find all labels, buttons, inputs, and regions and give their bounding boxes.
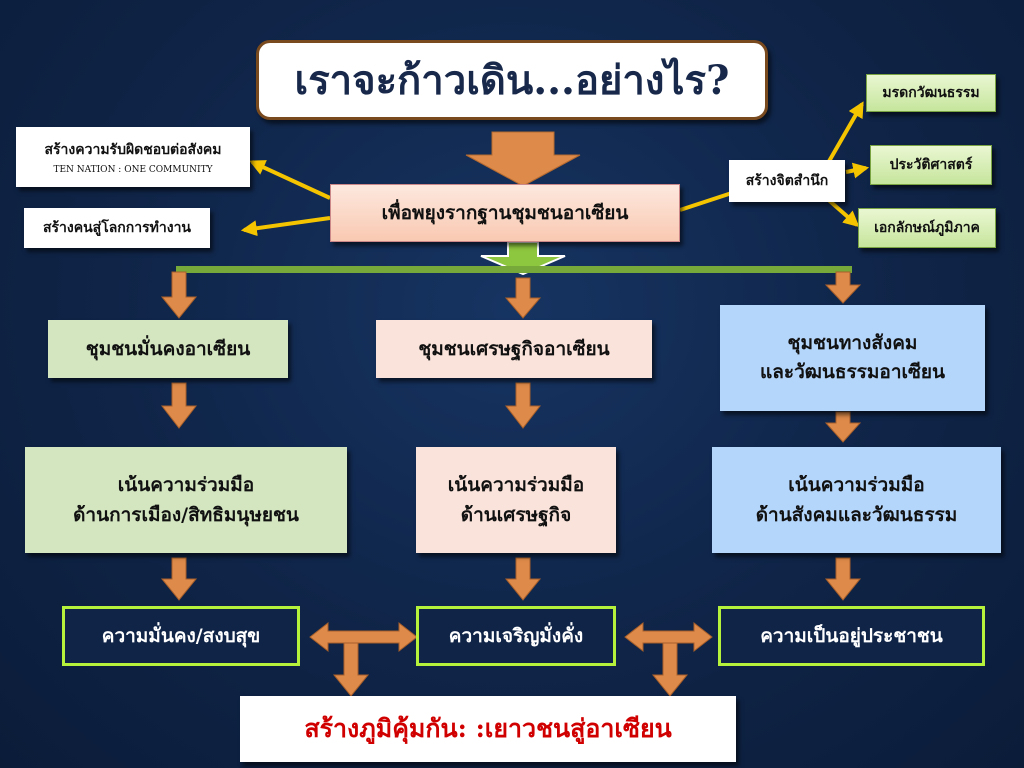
down-arrow-right — [651, 642, 689, 697]
focus-economic: เน้นความร่วมมือ ด้านเศรษฐกิจ — [416, 447, 616, 553]
arrow-bar-left — [160, 271, 198, 319]
conscience-box: สร้างจิตสำนึก — [729, 160, 845, 202]
double-arrow-right — [624, 621, 713, 653]
result-prosperity: ความเจริญมั่งคั่ง — [416, 606, 616, 666]
arrow-to-responsibility — [249, 160, 331, 200]
arrow-right-2 — [824, 411, 862, 443]
arrow-to-work — [240, 216, 331, 237]
history-box: ประวัติศาสตร์ — [870, 145, 992, 185]
work-text: สร้างคนสู่โลกการทำงาน — [42, 220, 192, 236]
pillar-security: ชุมชนมั่นคงอาเซียน — [48, 320, 288, 378]
arrow-to-history — [845, 162, 870, 179]
focus-political-line1: เน้นความร่วมมือ — [117, 473, 255, 496]
arrow-middle-2 — [504, 382, 542, 429]
responsibility-text: สร้างความรับผิดชอบต่อสังคม — [44, 142, 222, 158]
result-security: ความมั่นคง/สงบสุข — [62, 606, 300, 666]
motto-text: TEN NATION : ONE COMMUNITY — [53, 165, 213, 175]
page-title: เราจะก้าวเดิน...อย่างไร? — [256, 40, 768, 120]
focus-sociocultural-line1: เน้นความร่วมมือ — [788, 473, 925, 496]
arrow-left-3 — [160, 557, 198, 601]
pillar-sociocultural-line1: ชุมชนทางสังคม — [787, 331, 918, 354]
page-title-text: เราจะก้าวเดิน...อย่างไร? — [294, 57, 730, 104]
pillar-sociocultural: ชุมชนทางสังคม และวัฒนธรรมอาเซียน — [720, 305, 985, 411]
connector-bar — [176, 266, 852, 273]
pillar-sociocultural-line2: และวัฒนธรรมอาเซียน — [759, 361, 946, 383]
heritage-box: มรดกวัฒนธรรม — [866, 74, 996, 112]
arrow-middle-3 — [504, 557, 542, 601]
arrow-bar-right — [824, 271, 862, 304]
center-down-arrow — [480, 241, 566, 276]
pillar-economic: ชุมชนเศรษฐกิจอาเซียน — [376, 320, 652, 378]
identity-text: เอกลักษณ์ภูมิภาค — [874, 220, 980, 236]
immunity-box: สร้างภูมิคุ้มกัน: :เยาวชนสู่อาเซียน — [240, 696, 736, 762]
conscience-text: สร้างจิตสำนึก — [745, 173, 829, 189]
title-down-arrow — [465, 131, 581, 187]
center-box: เพื่อพยุงรากฐานชุมชนอาเซียน — [330, 184, 680, 242]
focus-sociocultural-line2: ด้านสังคมและวัฒนธรรม — [755, 504, 958, 526]
double-arrow-left — [309, 621, 418, 653]
heritage-text: มรดกวัฒนธรรม — [882, 85, 980, 101]
arrow-to-heritage — [822, 101, 864, 171]
immunity-text: สร้างภูมิคุ้มกัน: :เยาวชนสู่อาเซียน — [304, 714, 672, 743]
focus-political-line2: ด้านการเมือง/สิทธิมนุษยชน — [73, 504, 299, 526]
arrow-left-2 — [160, 382, 198, 429]
arrow-right-3 — [824, 557, 862, 601]
pillar-economic-text: ชุมชนเศรษฐกิจอาเซียน — [418, 338, 610, 360]
focus-political: เน้นความร่วมมือ ด้านการเมือง/สิทธิมนุษยช… — [25, 447, 347, 553]
down-arrow-left — [332, 642, 370, 697]
arrow-bar-middle — [504, 277, 542, 319]
result-wellbeing: ความเป็นอยู่ประชาชน — [718, 606, 985, 666]
focus-sociocultural: เน้นความร่วมมือ ด้านสังคมและวัฒนธรรม — [712, 447, 1001, 553]
work-box: สร้างคนสู่โลกการทำงาน — [24, 208, 210, 248]
history-text: ประวัติศาสตร์ — [889, 157, 973, 173]
result-prosperity-text: ความเจริญมั่งคั่ง — [448, 625, 584, 647]
focus-economic-line2: ด้านเศรษฐกิจ — [460, 504, 572, 526]
focus-economic-line1: เน้นความร่วมมือ — [447, 473, 585, 496]
pillar-security-text: ชุมชนมั่นคงอาเซียน — [85, 338, 251, 360]
responsibility-box: สร้างความรับผิดชอบต่อสังคม TEN NATION : … — [16, 127, 250, 187]
center-text: เพื่อพยุงรากฐานชุมชนอาเซียน — [381, 202, 629, 224]
result-wellbeing-text: ความเป็นอยู่ประชาชน — [760, 625, 943, 647]
identity-box: เอกลักษณ์ภูมิภาค — [858, 208, 996, 248]
result-security-text: ความมั่นคง/สงบสุข — [101, 625, 261, 647]
